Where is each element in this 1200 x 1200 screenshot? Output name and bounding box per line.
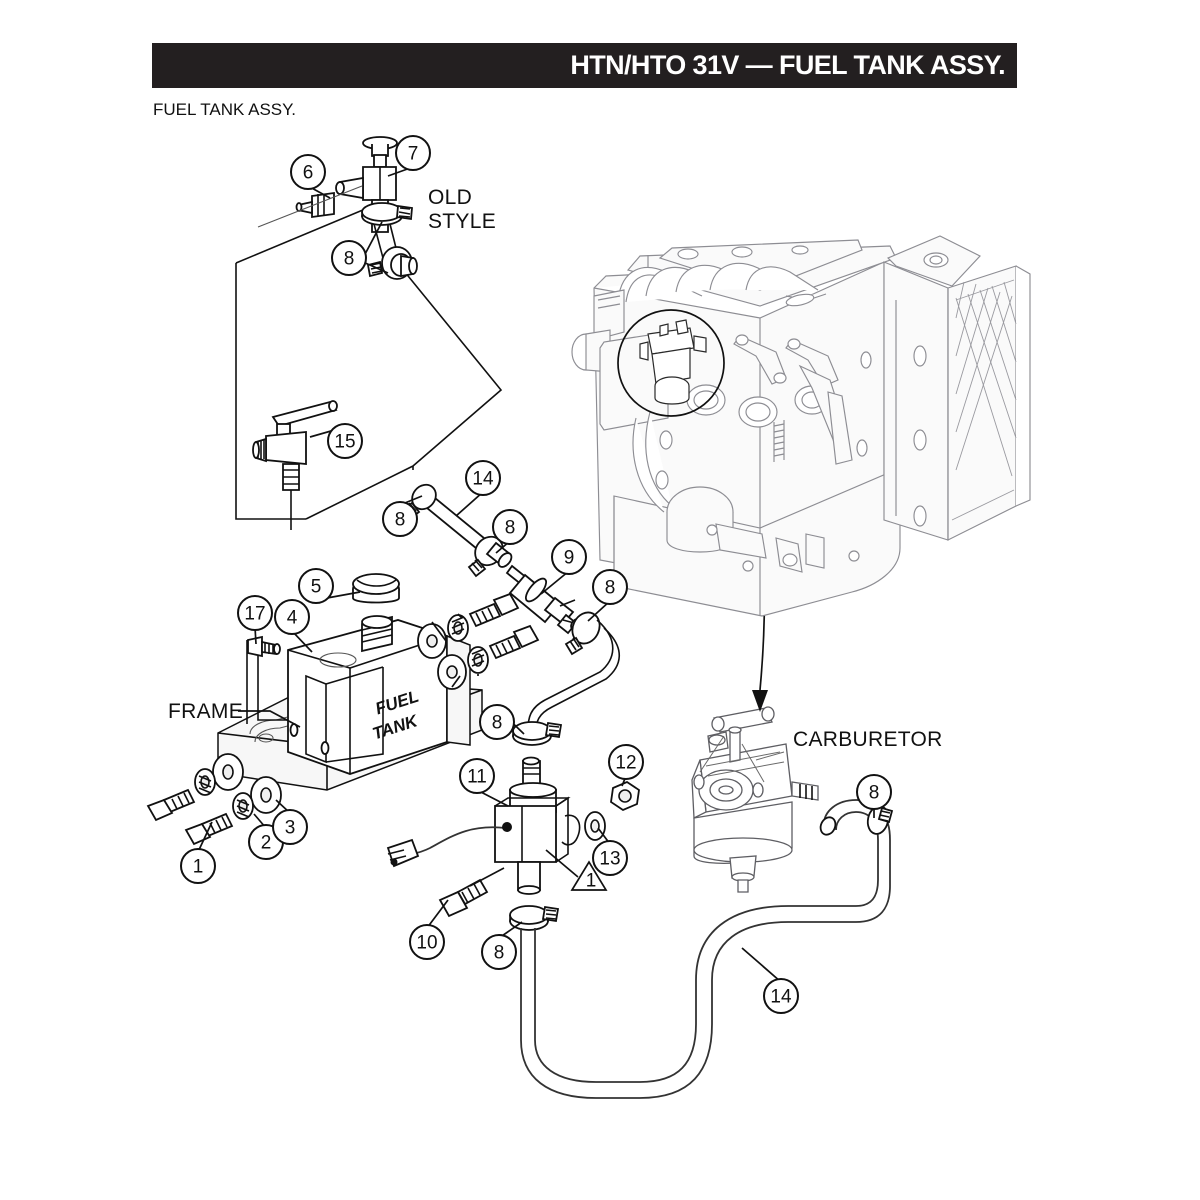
callout-10-label: 10 [416, 933, 437, 954]
callout-8-label: 8 [344, 249, 355, 270]
callout-11[interactable]: 11 [459, 758, 495, 794]
callout-1-label: 1 [193, 857, 204, 878]
engine-illustration [571, 235, 1031, 617]
callout-8b-label: 8 [395, 510, 406, 531]
callout-8d-label: 8 [605, 578, 616, 599]
callout-3[interactable]: 3 [272, 809, 308, 845]
callout-13[interactable]: 13 [592, 840, 628, 876]
label-carburetor: CARBURETOR [793, 728, 943, 751]
header-bar: HTN/HTO 31V — FUEL TANK ASSY. [152, 43, 1017, 88]
callout-17-label: 17 [244, 604, 265, 625]
callout-8e-label: 8 [492, 713, 503, 734]
radiator-mesh [951, 279, 1017, 521]
callout-6[interactable]: 6 [290, 154, 326, 190]
callout-5-label: 5 [311, 577, 322, 598]
fuel-tank-part-4: FUEL TANK [246, 615, 471, 775]
engine-carb-detail [639, 319, 707, 405]
callout-8-pipe-lower[interactable]: 8 [479, 704, 515, 740]
callout-9-label: 9 [564, 548, 575, 569]
callout-bubbles: 1 2 3 4 5 6 7 [180, 135, 892, 1014]
fitting-part-17 [247, 635, 281, 658]
carburetor-hose [819, 799, 894, 841]
old-style-valve-assembly [257, 136, 418, 280]
fuel-pump-part-11 [386, 756, 640, 918]
callout-14-label: 14 [472, 469, 494, 490]
frame-leader [238, 710, 301, 728]
callout-14b-label: 14 [770, 987, 792, 1008]
callout-1[interactable]: 1 [180, 848, 216, 884]
callout-4[interactable]: 4 [274, 599, 310, 635]
tank-hardware-right [417, 592, 540, 690]
callout-12[interactable]: 12 [608, 744, 644, 780]
callout-9[interactable]: 9 [551, 539, 587, 575]
callout-17[interactable]: 17 [237, 595, 273, 631]
fuel-cap-part-5 [352, 573, 400, 604]
ball-valve-part-15 [252, 400, 338, 530]
label-frame: FRAME [168, 700, 243, 723]
callout-8-filter-out[interactable]: 8 [592, 569, 628, 605]
callout-14-lower-hose[interactable]: 14 [763, 978, 799, 1014]
callout-8-hose-upper[interactable]: 8 [382, 501, 418, 537]
callout-15-label: 15 [334, 432, 355, 453]
callout-6-label: 6 [303, 163, 314, 184]
old-style-region-outline [235, 206, 503, 520]
fuel-hose-part-14-lower [520, 840, 891, 1099]
callout-5[interactable]: 5 [298, 568, 334, 604]
label-old-style: OLD STYLE [428, 186, 496, 233]
callout-2-label: 2 [261, 833, 272, 854]
section-subtitle: FUEL TANK ASSY. [153, 100, 296, 119]
callout-14[interactable]: 14 [465, 460, 501, 496]
callout-8c-label: 8 [505, 518, 516, 539]
warning-note-text: 1 [586, 871, 597, 892]
hose-clamp-8-pump-outlet [509, 905, 560, 931]
callout-10[interactable]: 10 [409, 924, 445, 960]
carburetor-illustration [691, 706, 819, 893]
callout-8-pump-outlet[interactable]: 8 [481, 934, 517, 970]
warning-note-marker: 1 [570, 860, 608, 892]
callout-8[interactable]: 8 [331, 240, 367, 276]
callout-15[interactable]: 15 [327, 423, 363, 459]
callout-8-carb-hose[interactable]: 8 [856, 774, 892, 810]
frame-hardware-left [146, 753, 282, 846]
hose-clamp-8-right-filter [564, 611, 601, 656]
callout-13-label: 13 [599, 849, 620, 870]
callout-8-hose-mid[interactable]: 8 [492, 509, 528, 545]
fuel-filter-part-9 [505, 564, 582, 635]
callout-11-label: 11 [467, 767, 487, 788]
old-style-line2: STYLE [428, 209, 497, 233]
callout-3-label: 3 [285, 818, 296, 839]
old-style-line1: OLD [428, 186, 473, 209]
callout-7[interactable]: 7 [395, 135, 431, 171]
callout-4-label: 4 [287, 608, 298, 629]
callout-7-label: 7 [408, 144, 419, 165]
page-title: HTN/HTO 31V — FUEL TANK ASSY. [570, 49, 1005, 80]
callout-8f-label: 8 [494, 943, 505, 964]
callout-12-label: 12 [615, 753, 636, 774]
callout-8g-label: 8 [869, 783, 880, 804]
